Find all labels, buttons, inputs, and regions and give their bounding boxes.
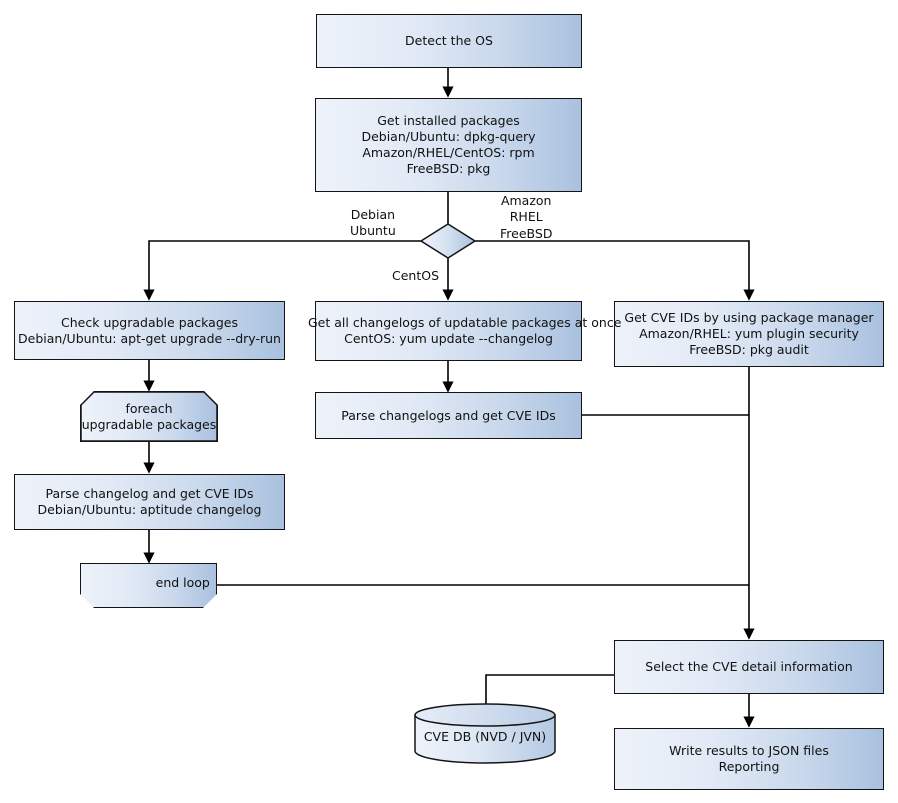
get-cve-pkg-manager-line3: FreeBSD: pkg audit (689, 342, 809, 357)
select-cve-detail-label: Select the CVE detail information (645, 659, 853, 674)
edge-label-centos-text: CentOS (392, 268, 440, 283)
parse-changelog-deb-line2: Debian/Ubuntu: aptitude changelog (37, 502, 262, 517)
node-get-all-changelogs[interactable]: Get all changelogs of updatable packages… (308, 301, 621, 361)
edge-decision-to-pkg-manager (475, 240, 755, 301)
edge-label-debian-ubuntu: Debian Ubuntu (350, 207, 396, 240)
get-installed-packages-line4: FreeBSD: pkg (406, 161, 491, 176)
get-cve-pkg-manager-line1: Get CVE IDs by using package manager (624, 310, 874, 325)
foreach-loop-line2: upgradable packages (81, 416, 217, 432)
node-end-loop[interactable]: end loop (80, 563, 217, 608)
node-get-installed-packages[interactable]: Get installed packages Debian/Ubuntu: dp… (315, 98, 582, 192)
node-foreach-loop[interactable]: foreach upgradable packages (80, 391, 218, 442)
edge-label-amazon: Amazon (500, 193, 552, 208)
edge-label-rhel: RHEL (509, 209, 543, 225)
get-all-changelogs-line2: CentOS: yum update --changelog (344, 331, 553, 346)
node-detect-os[interactable]: Detect the OS (316, 14, 582, 68)
foreach-loop-line1: foreach (125, 400, 173, 416)
edge-label-centos: CentOS (392, 268, 439, 284)
write-results-line2: Reporting (718, 759, 780, 774)
edge-label-ubuntu: Ubuntu (350, 223, 396, 239)
write-results-line1: Write results to JSON files (669, 743, 829, 758)
node-parse-changelog-debian[interactable]: Parse changelog and get CVE IDs Debian/U… (14, 474, 285, 530)
parse-changelogs-centos-label: Parse changelogs and get CVE IDs (341, 407, 556, 423)
check-upgradable-line2: Debian/Ubuntu: apt-get upgrade --dry-run (18, 330, 281, 346)
get-installed-packages-line2: Debian/Ubuntu: dpkg-query (361, 129, 536, 144)
node-select-cve-detail[interactable]: Select the CVE detail information (614, 640, 884, 694)
get-cve-pkg-manager-line2: Amazon/RHEL: yum plugin security (639, 326, 859, 341)
node-cve-db[interactable]: CVE DB (NVD / JVN) (413, 703, 557, 765)
edge-decision-to-check-upgradable (143, 240, 421, 301)
end-loop-shape (80, 563, 217, 608)
cve-db-label-wrap: CVE DB (NVD / JVN) (413, 729, 557, 744)
edge-label-debian: Debian (350, 207, 396, 222)
node-os-decision[interactable] (419, 223, 477, 259)
node-write-results[interactable]: Write results to JSON files Reporting (614, 728, 884, 790)
end-loop-label: end loop (155, 574, 210, 590)
get-installed-packages-line3: Amazon/RHEL/CentOS: rpm (362, 145, 535, 160)
get-installed-packages-line1: Get installed packages (377, 113, 520, 128)
cve-db-cylinder-shape (414, 703, 556, 764)
parse-changelog-deb-line1: Parse changelog and get CVE IDs (45, 486, 254, 501)
node-parse-changelogs-centos[interactable]: Parse changelogs and get CVE IDs (315, 392, 582, 439)
check-upgradable-line1: Check upgradable packages (61, 314, 238, 330)
edge-label-freebsd: FreeBSD (500, 225, 553, 241)
edge-label-amazon-rhel-freebsd: Amazon RHEL FreeBSD (500, 193, 552, 242)
node-check-upgradable[interactable]: Check upgradable packages Debian/Ubuntu:… (14, 301, 285, 360)
node-get-cve-pkg-manager[interactable]: Get CVE IDs by using package manager Ama… (614, 301, 884, 367)
get-all-changelogs-line1: Get all changelogs of updatable packages… (308, 315, 622, 330)
detect-os-label: Detect the OS (405, 33, 493, 48)
cve-db-label: CVE DB (NVD / JVN) (423, 729, 547, 744)
